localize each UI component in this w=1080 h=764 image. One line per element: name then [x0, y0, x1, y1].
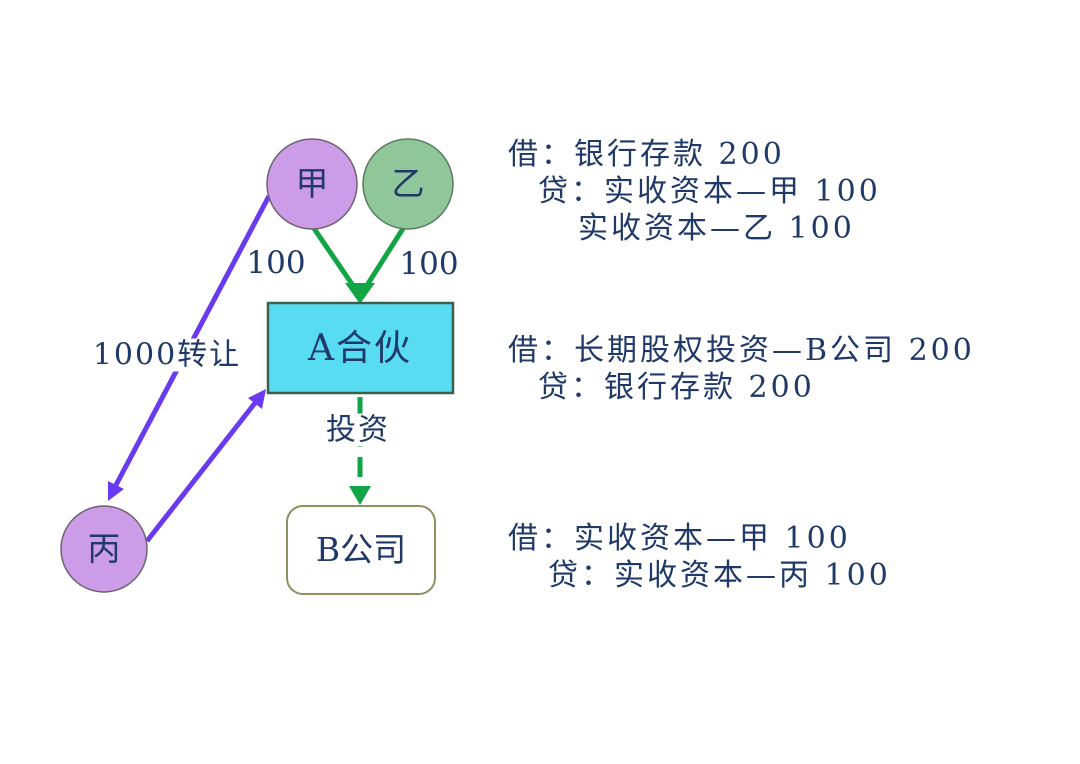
amount-label-yi: 100 — [399, 245, 459, 282]
amount-label-jia: 100 — [246, 244, 306, 281]
contribution-arrow-yi — [361, 225, 407, 292]
invest-label: 投资 — [322, 413, 394, 447]
transfer-amount-label: 1000转让 — [88, 338, 246, 372]
entry-line: 实收资本—乙 100 — [578, 211, 855, 246]
journal-entry-investment: 借：长期股权投资—B公司 200 贷：银行存款 200 — [508, 332, 975, 406]
journal-entry-transfer: 借：实收资本—甲 100 贷：实收资本—丙 100 — [508, 520, 891, 594]
stake-arrow-bing-to-a — [145, 401, 257, 543]
partner-yi-label: 乙 — [391, 163, 425, 203]
partner-bing-label: 丙 — [87, 528, 121, 568]
partnership-a-label: A合伙 — [308, 328, 412, 370]
partnership-a-rect — [266, 301, 455, 395]
transfer-arrowhead-bing — [108, 481, 124, 501]
partner-yi-circle — [362, 138, 454, 230]
stake-arrowhead-a — [248, 389, 266, 409]
partner-jia-circle — [266, 138, 358, 230]
contribution-arrow-jia — [310, 225, 359, 292]
entry-line: 借：银行存款 200 — [508, 137, 785, 172]
journal-entry-formation: 借：银行存款 200 贷：实收资本—甲 100 实收资本—乙 100 — [508, 136, 881, 247]
company-b-rect — [286, 505, 436, 595]
entry-line: 借：长期股权投资—B公司 200 — [508, 333, 975, 368]
investment-arrowhead — [349, 486, 371, 505]
partner-bing-circle — [60, 505, 148, 593]
contribution-arrowhead — [345, 283, 375, 304]
entry-line: 贷：银行存款 200 — [538, 370, 815, 405]
entry-line: 借：实收资本—甲 100 — [508, 521, 851, 556]
entry-line: 贷：实收资本—甲 100 — [538, 174, 881, 209]
partner-jia-label: 甲 — [295, 163, 329, 203]
company-b-label: B公司 — [315, 529, 407, 569]
entry-line: 贷：实收资本—丙 100 — [548, 558, 891, 593]
